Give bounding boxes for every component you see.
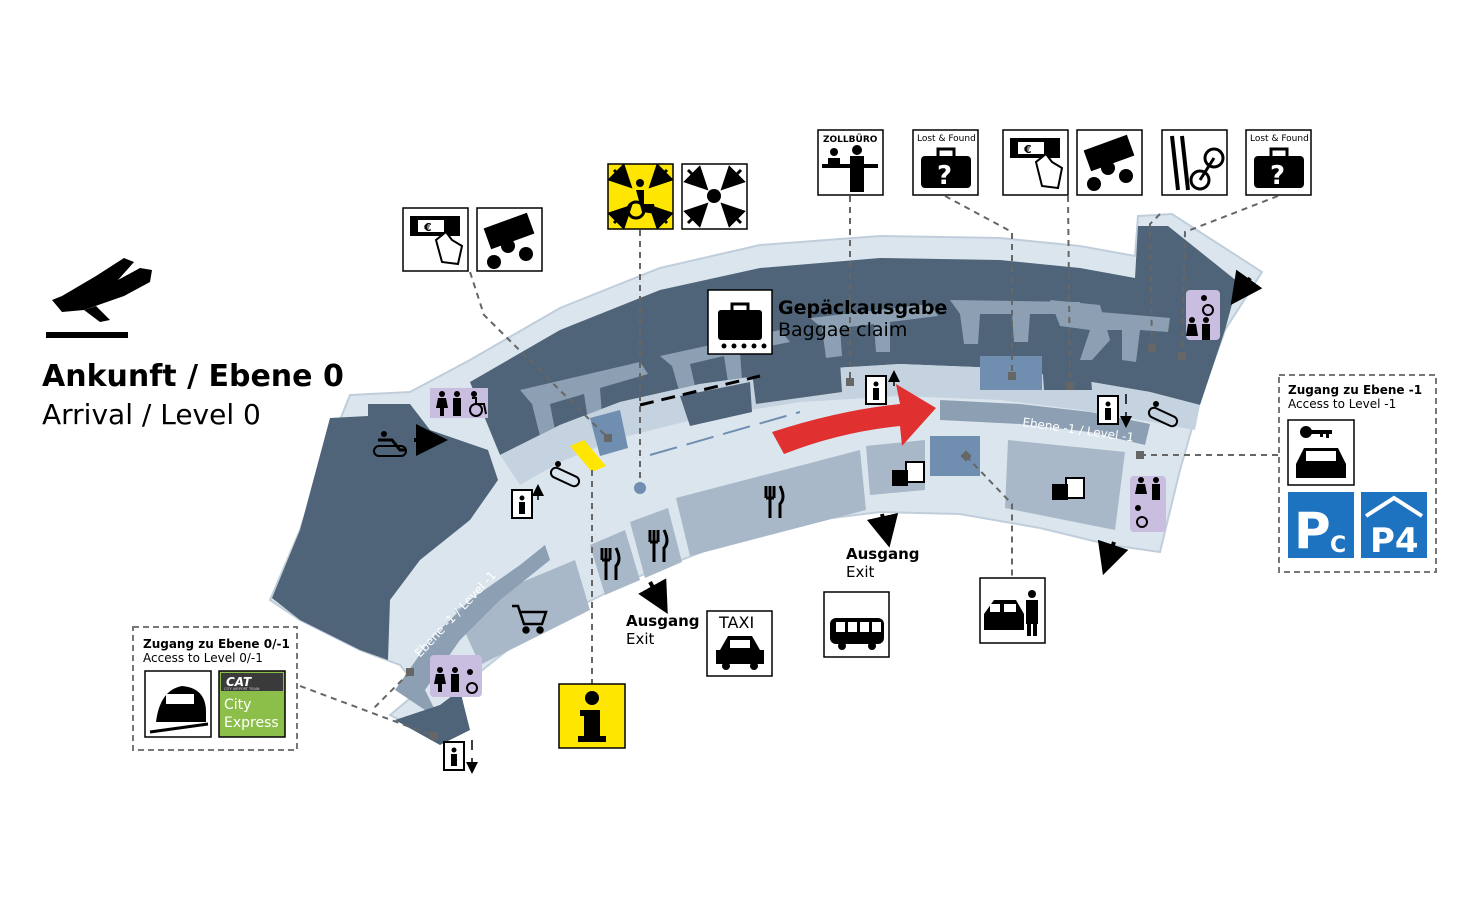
baggage-claim-title: Gepäckausgabe bbox=[778, 297, 947, 319]
info-desk-strip bbox=[570, 440, 606, 472]
atm-icon-2: € bbox=[1002, 129, 1069, 196]
car-rental-sign bbox=[979, 577, 1046, 644]
currency-exchange-icon bbox=[476, 207, 543, 272]
lost-found-icon-2: Lost & Found ? bbox=[1245, 129, 1312, 196]
toilet-icon-3 bbox=[1135, 477, 1160, 528]
sports-equipment-icon bbox=[1161, 129, 1228, 196]
restaurant-icon-1 bbox=[600, 547, 621, 580]
meeting-point-icon bbox=[681, 163, 748, 230]
atm-icon: € bbox=[402, 207, 469, 272]
arrow-exit-center-icon bbox=[866, 512, 899, 548]
arrival-header: Ankunft / Ebene 0 Arrival / Level 0 bbox=[42, 258, 344, 431]
page-title: Ankunft / Ebene 0 bbox=[42, 359, 344, 394]
lower-service-rooms bbox=[680, 360, 1092, 426]
bus-icon bbox=[830, 618, 884, 650]
svg-text:?: ? bbox=[937, 161, 952, 191]
building-icons bbox=[373, 269, 1263, 770]
elevator-icon-1 bbox=[511, 484, 544, 519]
train-icon bbox=[144, 670, 212, 738]
toilet-icon-2 bbox=[434, 667, 478, 694]
toilet-icon-4 bbox=[1186, 295, 1214, 340]
lower-left-dark-strip bbox=[395, 690, 470, 745]
highlight-blocks bbox=[590, 356, 1042, 476]
car-rental-icon bbox=[984, 590, 1038, 636]
corridor-level-minus1-right bbox=[940, 400, 1150, 445]
cat-logo-text: CAT bbox=[226, 675, 252, 689]
access-right-subtitle: Access to Level -1 bbox=[1288, 397, 1396, 411]
arrow-exit-right-icon bbox=[1097, 539, 1129, 576]
leader-lines bbox=[299, 195, 1280, 737]
car-key-icon bbox=[1287, 419, 1355, 486]
exit-center-de: Ausgang bbox=[846, 545, 920, 563]
special-assistance-icon bbox=[607, 163, 674, 230]
city-express-logo: CAT CITY AIRPORT TRAIN City Express bbox=[218, 670, 286, 738]
top-icons: € ZOLLBÜRO bbox=[402, 129, 1312, 272]
walkway-dash-2 bbox=[649, 411, 801, 456]
lost-found-label-1: Lost & Found bbox=[917, 134, 976, 144]
information-sign bbox=[558, 683, 626, 749]
shopping-bag-icon-2 bbox=[1052, 477, 1085, 500]
page-subtitle: Arrival / Level 0 bbox=[42, 398, 261, 431]
customs-office-icon: ZOLLBÜRO bbox=[817, 129, 884, 196]
currency-exchange-icon-2 bbox=[1076, 129, 1143, 196]
escalator-icon-1 bbox=[373, 431, 407, 457]
taxi-label: TAXI bbox=[718, 613, 754, 632]
city-express-line1: City bbox=[224, 697, 251, 713]
svg-text:€: € bbox=[423, 221, 432, 234]
elevator-icon-4 bbox=[443, 740, 472, 770]
lost-found-icon: Lost & Found ? bbox=[912, 129, 979, 196]
shopping-cart-icon bbox=[512, 604, 548, 634]
arrow-top-right-icon bbox=[1230, 269, 1263, 306]
arrival-hall-left-block bbox=[272, 404, 498, 660]
access-right-title: Zugang zu Ebene -1 bbox=[1288, 383, 1422, 397]
plane-landing-icon bbox=[46, 258, 152, 338]
exit-center-en: Exit bbox=[846, 563, 875, 581]
shopping-bag-icon-1 bbox=[892, 461, 925, 486]
information-icon bbox=[578, 691, 606, 742]
access-level-0-minus1-box: Zugang zu Ebene 0/-1 Access to Level 0/-… bbox=[132, 626, 298, 751]
escalator-icon-3 bbox=[1147, 401, 1179, 428]
baggage-hall bbox=[470, 226, 1238, 455]
leader-dots bbox=[406, 344, 1186, 740]
access-left-title: Zugang zu Ebene 0/-1 bbox=[143, 637, 290, 651]
bus-sign bbox=[823, 591, 890, 658]
svg-text:€: € bbox=[1023, 143, 1032, 156]
baggage-claim-subtitle: Baggae claim bbox=[778, 319, 907, 341]
parking-p4-icon: P4 bbox=[1361, 492, 1427, 561]
restaurant-icon-3 bbox=[764, 485, 785, 518]
walkway-band bbox=[500, 364, 1200, 485]
arrow-exit-left-icon bbox=[638, 578, 668, 614]
lost-found-label-2: Lost & Found bbox=[1250, 134, 1309, 144]
exit-left-en: Exit bbox=[626, 630, 655, 648]
restaurant-icon-2 bbox=[648, 529, 669, 562]
exit-left-de: Ausgang bbox=[626, 612, 700, 630]
baggage-claim-sign: Gepäckausgabe Baggae claim bbox=[707, 289, 947, 355]
parking-p4-text: P4 bbox=[1370, 521, 1419, 561]
parking-c-sub: C bbox=[1330, 533, 1346, 558]
escalator-icon-2 bbox=[549, 461, 581, 488]
elevator-icon-3 bbox=[1097, 394, 1126, 424]
svg-text:?: ? bbox=[1270, 161, 1285, 191]
toilet-icon-1 bbox=[436, 391, 487, 417]
city-express-line2: Express bbox=[224, 715, 279, 731]
parking-c-icon: P C bbox=[1288, 492, 1354, 560]
cat-logo-small: CITY AIRPORT TRAIN bbox=[224, 687, 260, 691]
wheelchair-icon-1 bbox=[469, 391, 487, 417]
customs-label: ZOLLBÜRO bbox=[823, 134, 878, 145]
baggage-claim-icon bbox=[718, 302, 767, 349]
access-left-subtitle: Access to Level 0/-1 bbox=[143, 651, 263, 665]
parking-c-letter: P bbox=[1294, 502, 1331, 560]
taxi-sign: TAXI bbox=[706, 610, 773, 677]
direction-arrow bbox=[772, 384, 936, 454]
elevator-icon-2 bbox=[865, 370, 900, 405]
access-level-minus1-box: Zugang zu Ebene -1 Access to Level -1 P … bbox=[1278, 374, 1437, 573]
taxi-icon bbox=[716, 636, 764, 670]
